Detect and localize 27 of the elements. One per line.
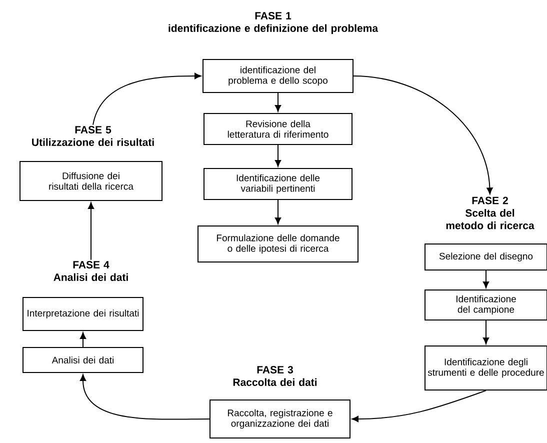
step-box: Identificazione delle variabili pertinenti [204, 168, 352, 200]
step-box: Identificazione del campione [424, 290, 547, 320]
step-box: Revisione della letteratura di riferimento [204, 113, 352, 145]
step-box: Selezione del disegno [424, 244, 547, 270]
step-box: identificazione del problema e dello scopo [202, 59, 354, 93]
phase-heading: FASE 1 identificazione e definizione del problema [168, 12, 378, 34]
step-box: Interpretazione dei risultati [22, 297, 144, 331]
arrow [92, 72, 202, 126]
step-box: Identificazione degli strumenti e delle procedure [424, 346, 547, 390]
arrow [80, 332, 86, 348]
arrow [482, 320, 490, 344]
phase-heading: FASE 3 Raccolta dei dati [233, 366, 317, 386]
step-box: Formulazione delle domande o delle ipotesi di ricerca [198, 226, 358, 262]
arrow [274, 92, 282, 112]
arrow [80, 374, 210, 420]
arrow [352, 390, 486, 422]
arrow [482, 270, 490, 288]
arrow [353, 76, 493, 194]
phase-heading: FASE 5 Utilizzazione dei risultati [32, 126, 154, 146]
step-box: Diffusione dei risultati della ricerca [20, 161, 162, 201]
phase-heading: FASE 4 Analisi dei dati [54, 261, 128, 281]
arrow [274, 144, 282, 167]
arrow [88, 202, 94, 260]
step-box: Analisi dei dati [22, 347, 144, 373]
arrow [274, 200, 282, 224]
phase-heading: FASE 2 Scelta del metodo di ricerca [446, 196, 534, 230]
step-box: Raccolta, registrazione e organizzazione dei dati [210, 400, 350, 438]
